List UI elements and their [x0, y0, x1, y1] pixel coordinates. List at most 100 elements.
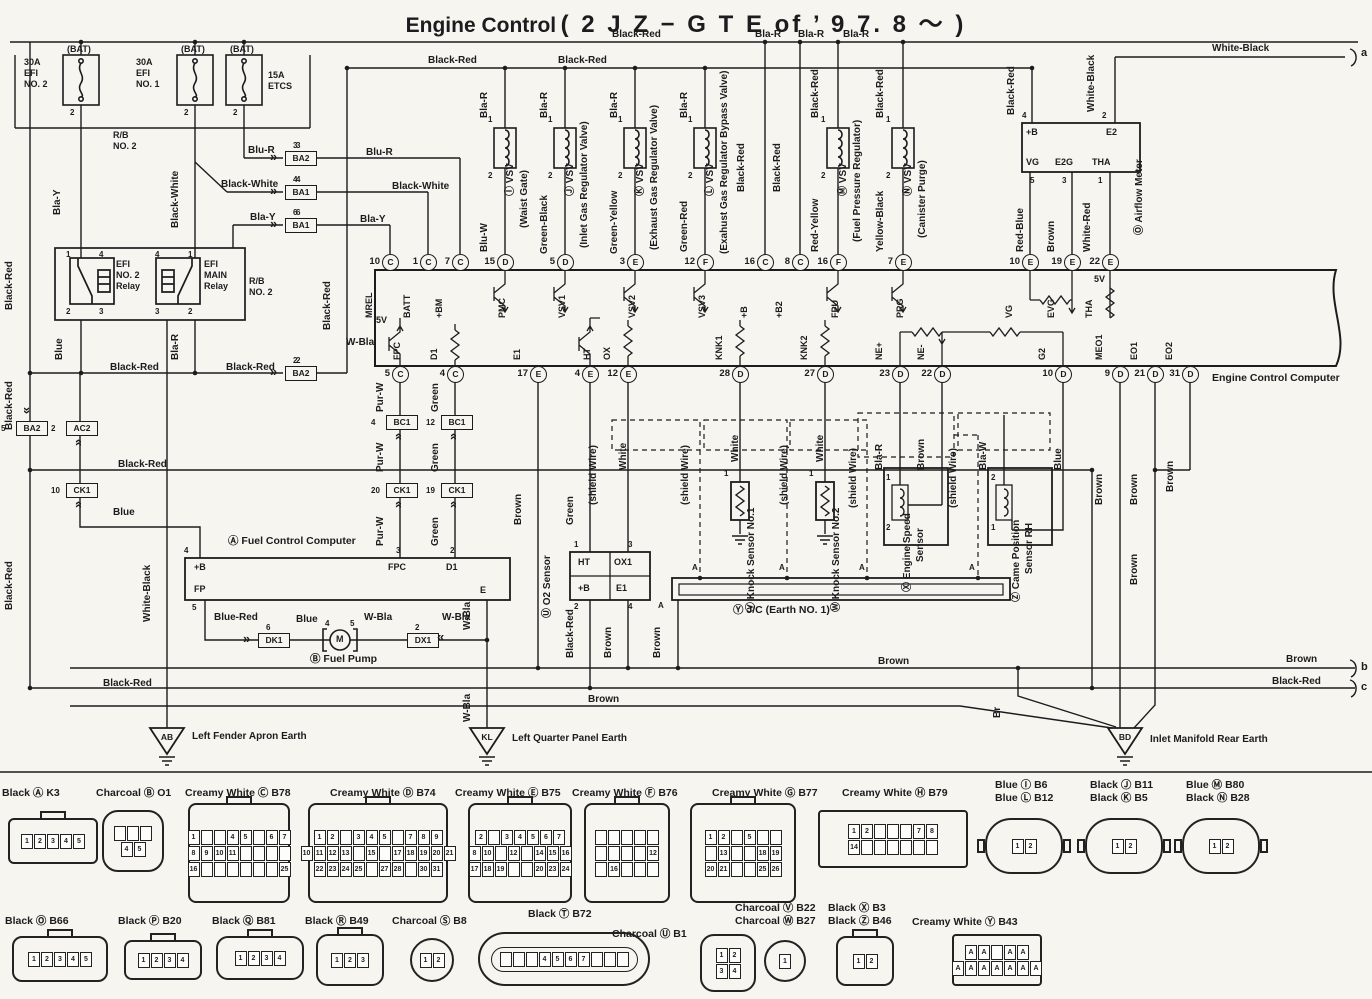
connector-pin-cell	[608, 845, 620, 861]
connector-pin-cell	[887, 839, 899, 855]
connector-pin-cell: 1	[234, 950, 247, 966]
ecu-pin-number: 7	[444, 256, 450, 267]
wire-label: Ⓦ Knock Sensor No.2	[831, 507, 842, 612]
ecu-signal-label: PMC	[497, 298, 507, 318]
connector-ear	[1260, 839, 1268, 853]
connector-pin-cell: A	[978, 960, 990, 976]
connector-pin-cell: 30	[417, 861, 430, 877]
connector-label-B49: Black Ⓡ B49	[305, 915, 369, 927]
connector-pin-cell: 2	[326, 829, 339, 845]
ecu-pin-BATT: C	[420, 254, 437, 271]
wire-label: +B	[578, 583, 590, 593]
wire-label: Pur-W	[375, 382, 386, 412]
wire-label: Bla-R	[479, 91, 490, 118]
connector-pin-cell	[520, 861, 533, 877]
wire-label: THA	[1092, 157, 1111, 167]
connector-pin-cell: 11	[313, 845, 326, 861]
connector-CK1: CK1	[386, 483, 418, 498]
connector-CK1: CK1	[66, 483, 98, 498]
connector-pin-cell: 1	[419, 952, 432, 968]
wire-label: 30A EFI NO. 1	[136, 57, 160, 89]
wire-label: White-Red	[1082, 202, 1093, 252]
connector-pin-cell: 14	[848, 839, 860, 855]
connector-pin-cell	[730, 829, 743, 845]
connector-pin-cell: 11	[226, 845, 239, 861]
connector-pin-cell: 21	[717, 861, 730, 877]
shield-wires	[611, 412, 1051, 578]
wire-label: Black-White	[170, 170, 181, 228]
title-main: Engine Control	[405, 14, 557, 37]
wire-label: Sensor	[915, 528, 926, 562]
wire-label: c	[1361, 681, 1368, 693]
wire-label: Ⓝ VSV	[903, 163, 914, 196]
connector-label-B6: Blue Ⓘ B6	[995, 779, 1048, 791]
wire-label: Red-Blue	[1015, 208, 1026, 252]
connector-pin-cell: 2	[432, 952, 445, 968]
connector-pin-row	[595, 829, 659, 845]
wire-label: Bla-R	[843, 29, 870, 40]
connector-pin-cell: 1	[28, 951, 40, 967]
wire-label: Bla-R	[798, 29, 825, 40]
wire-label: Ⓛ VSV	[705, 163, 716, 196]
wire-label: Green-Red	[679, 200, 690, 252]
connector-pin-cell: 20	[533, 861, 546, 877]
wire-label: (shield Wire)	[948, 448, 959, 508]
connector-pin-cell: 2	[861, 823, 873, 839]
wire-label: 4	[325, 619, 330, 628]
connector-pin-cell: 3	[715, 963, 728, 979]
connector-pin-cell: 12	[647, 845, 659, 861]
connector-pin-cell: 2	[1124, 838, 1137, 854]
wire-label: Brown	[588, 694, 620, 705]
wire-label: 2	[66, 307, 71, 316]
connector-pin-number: 4	[371, 418, 376, 427]
wire-label: Black-Red	[110, 362, 159, 373]
connector-pin-cell	[252, 845, 265, 861]
connector-label-B78: Creamy White Ⓒ B78	[185, 787, 291, 799]
wire-label: Blue-Red	[214, 612, 258, 623]
wire-label: 1	[1098, 176, 1103, 185]
wire-label: 2	[233, 108, 238, 117]
connector-label-B27: Charcoal Ⓦ B27	[735, 915, 816, 927]
connector-pin-cell: 1	[715, 947, 728, 963]
wire-label: Black-Red	[1272, 676, 1321, 687]
connector-pin-cell	[743, 845, 756, 861]
connector-pin-cell: 1	[704, 829, 717, 845]
connector-pin-cell: 1	[313, 829, 326, 845]
connector-pin-cell	[730, 845, 743, 861]
wire-label: 2	[188, 307, 193, 316]
connector-pin-cell	[616, 951, 629, 967]
ecu-pin-NE+: D	[892, 366, 909, 383]
wire-label: 1	[488, 115, 493, 124]
wire-label: OX1	[614, 557, 633, 567]
connector-pin-number: 4	[293, 175, 298, 184]
connector-pin-number: 6	[293, 208, 298, 217]
connector-label-B75: Creamy White Ⓔ B75	[455, 787, 561, 799]
wire-label: Ⓙ VSV	[565, 163, 576, 196]
connector-pin-cell	[378, 845, 391, 861]
connector-label-B66: Black Ⓞ B66	[5, 915, 69, 927]
connector-pin-cell	[730, 861, 743, 877]
wire-label: Ⓑ Fuel Pump	[310, 653, 378, 665]
wire-label: 1	[574, 540, 579, 549]
connector-pin-cell: 25	[352, 861, 365, 877]
connector-label-B46: Black Ⓩ B46	[828, 915, 892, 927]
ecu-signal-label: VSV3	[697, 294, 707, 318]
wire-label: 3	[155, 307, 160, 316]
wire-label: 1	[809, 469, 814, 478]
ecu-signal-label: EVG	[1046, 298, 1056, 318]
ecu-pin-PMC: D	[497, 254, 514, 271]
